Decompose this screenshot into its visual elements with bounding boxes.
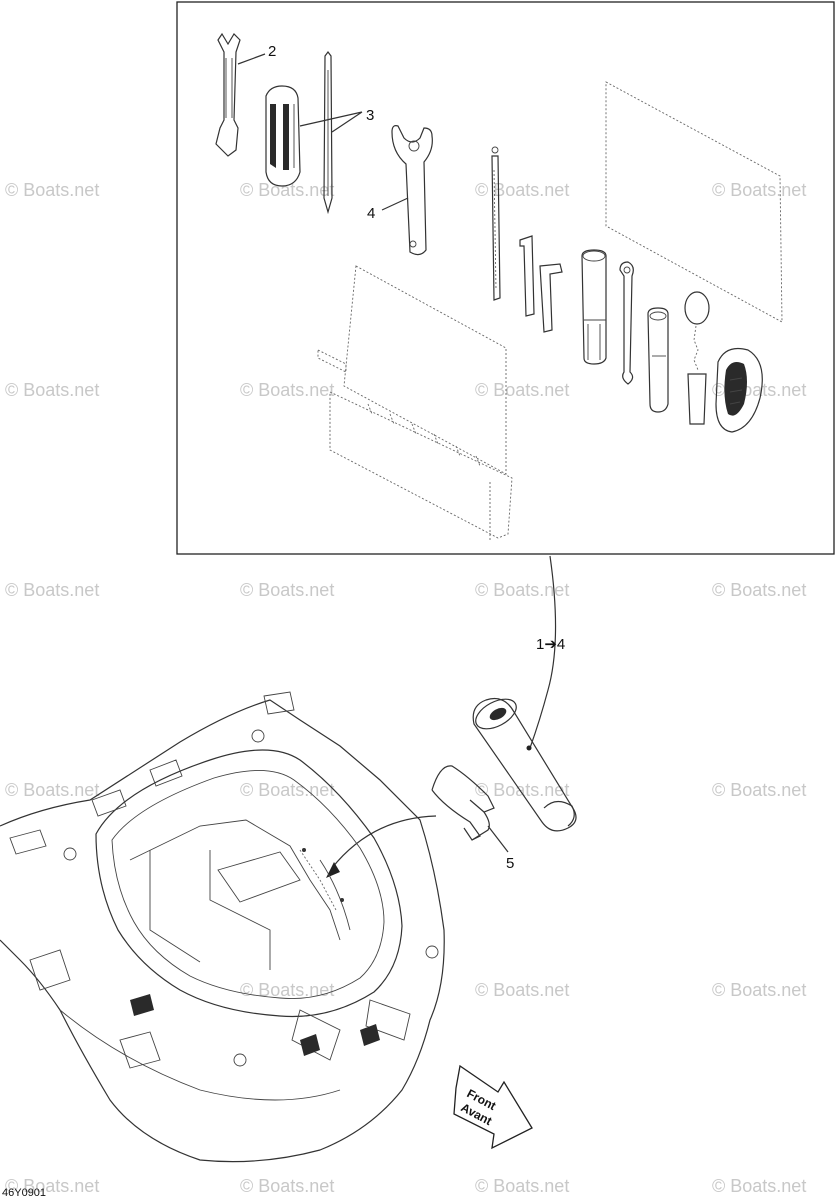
combination-wrench-small: [619, 261, 634, 385]
watermark: © Boats.net: [240, 580, 334, 600]
watermark: © Boats.net: [5, 1176, 99, 1196]
diagram-code: 46Y0901: [2, 1187, 46, 1199]
watermark-layer: © Boats.net © Boats.net © Boats.net © Bo…: [5, 180, 806, 1196]
leader-line-2: [237, 53, 266, 65]
screwdriver-handle: [265, 85, 301, 187]
watermark: © Boats.net: [475, 980, 569, 1000]
installation-arrow-head: [326, 862, 340, 878]
watermark: © Boats.net: [712, 780, 806, 800]
watermark: © Boats.net: [475, 380, 569, 400]
hull-storage-compartment: [0, 691, 445, 1163]
callout-5: 5: [506, 855, 514, 872]
watermark: © Boats.net: [240, 380, 334, 400]
operators-guide-sheet: [605, 81, 783, 323]
double-ended-bit: [323, 51, 333, 215]
tool-kit-inset-frame: [176, 1, 835, 555]
watermark: © Boats.net: [712, 980, 806, 1000]
front-direction-arrow: Front Avant: [453, 1064, 533, 1150]
watermark: © Boats.net: [240, 180, 334, 200]
safety-lanyard-key: [684, 291, 710, 425]
extension-bar: [491, 146, 501, 301]
retaining-clip: [431, 765, 495, 841]
leader-line-1-4: [529, 555, 557, 749]
tether-cord-clip: [715, 347, 763, 433]
watermark: © Boats.net: [5, 380, 99, 400]
spanner-wrench: [391, 125, 433, 256]
watermark: © Boats.net: [5, 180, 99, 200]
watermark: © Boats.net: [475, 1176, 569, 1196]
allen-key: [519, 235, 563, 333]
watermark: © Boats.net: [475, 580, 569, 600]
open-end-wrench: [215, 32, 241, 157]
watermark: © Boats.net: [5, 580, 99, 600]
watermark: © Boats.net: [240, 980, 334, 1000]
leader-line-5: [487, 825, 509, 853]
tool-kit-pouch: [317, 265, 513, 540]
watermark: © Boats.net: [5, 780, 99, 800]
tool-storage-tube: [472, 697, 577, 832]
installation-arrow: [331, 815, 437, 869]
callout-3: 3: [366, 107, 374, 124]
socket-wrench: [647, 307, 669, 413]
callout-1-4: 1➔4: [536, 636, 565, 653]
leader-line-4: [381, 197, 409, 211]
watermark: © Boats.net: [240, 1176, 334, 1196]
watermark: © Boats.net: [475, 780, 569, 800]
watermark: © Boats.net: [712, 580, 806, 600]
watermark: © Boats.net: [475, 180, 569, 200]
leader-line-3: [299, 111, 363, 133]
spark-plug-socket: [581, 249, 607, 365]
callout-4: 4: [367, 205, 375, 222]
watermark: © Boats.net: [712, 1176, 806, 1196]
watermark: © Boats.net: [240, 780, 334, 800]
callout-2: 2: [268, 43, 276, 60]
watermark: © Boats.net: [712, 180, 806, 200]
